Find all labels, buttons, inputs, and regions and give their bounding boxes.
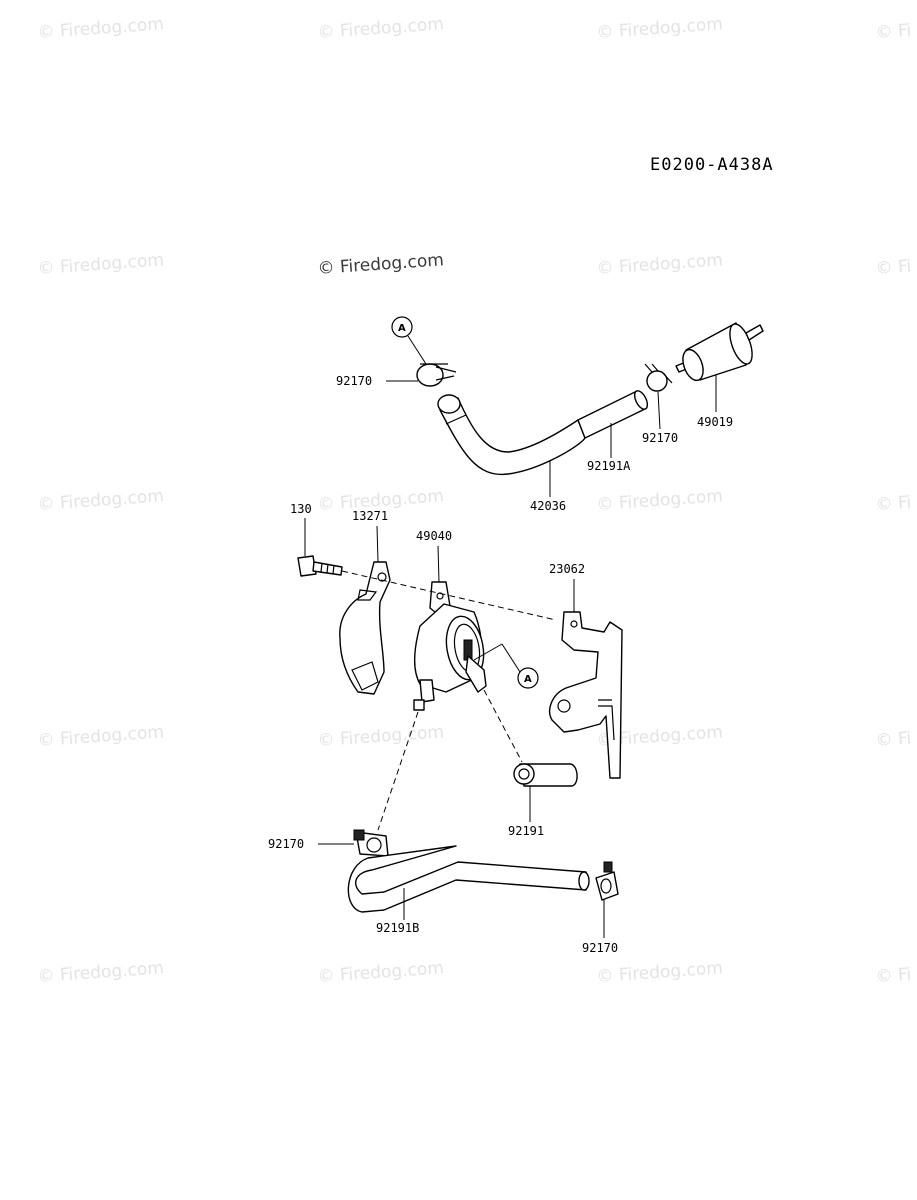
watermark-layer: © Firedog.com © Firedog.com © Firedog.co… [37,14,912,987]
bracket-23062 [548,611,623,779]
label-92170-lower-right: 92170 [582,941,618,955]
bolt-130 [297,555,343,577]
watermark: © Firedog.com [317,958,445,987]
watermark: © Fi [875,729,912,751]
hose-42036 [437,394,586,476]
clamp-top-left [416,363,457,387]
leader-92170-top-right [657,391,661,430]
watermark: © Fi [875,21,912,43]
leader-13271 [376,525,379,563]
alignment-line-bolt [341,570,557,621]
reference-marker-top: A [391,316,427,365]
watermark: © Fi [875,257,912,279]
watermark: © Firedog.com [37,250,165,279]
watermark: © Firedog.com [596,250,724,279]
clamp-lower-left [353,829,389,857]
alignment-line-lower [377,711,419,831]
reference-marker-label: A [524,674,532,685]
label-49040: 49040 [416,529,452,543]
label-42036: 42036 [530,499,566,513]
watermark: © Firedog.com [37,14,165,43]
watermark: © Firedog.com [596,958,724,987]
diagram-code: E0200-A438A [650,155,774,175]
watermark: © Firedog.com [37,722,165,751]
clamp-top-right [644,363,673,392]
watermark: © Firedog.com [37,958,165,987]
label-92191b: 92191B [376,921,419,935]
label-92191a: 92191A [587,459,631,473]
fuel-filter-49019 [675,322,764,382]
fuel-pump-49040 [413,581,487,711]
hose-92191b [347,845,590,913]
label-92170-lower-left: 92170 [268,837,304,851]
label-92170-top-left: 92170 [336,374,372,388]
label-49019: 49019 [697,415,733,429]
watermark: © Firedog.com [596,486,724,515]
label-13271: 13271 [352,509,388,523]
hose-92191a [577,390,649,439]
watermark: © Firedog.com [596,14,724,43]
label-23062: 23062 [549,562,585,576]
watermark: © Fi [875,965,912,987]
watermark: © Firedog.com [37,486,165,515]
watermark: © Firedog.com [317,14,445,43]
reference-marker-middle: A [473,643,539,689]
leader-49040 [437,545,440,583]
alignment-line-hose [483,689,523,763]
watermark: © Fi [875,493,912,515]
clamp-lower-right [595,861,619,901]
label-130: 130 [290,502,312,516]
watermark-main: © Firedog.com [317,250,445,279]
bracket-13271 [339,561,391,695]
label-92170-top-right: 92170 [642,431,678,445]
reference-marker-label: A [398,323,406,334]
hose-92191 [513,763,578,787]
label-92191: 92191 [508,824,544,838]
watermark: © Firedog.com [317,722,445,751]
